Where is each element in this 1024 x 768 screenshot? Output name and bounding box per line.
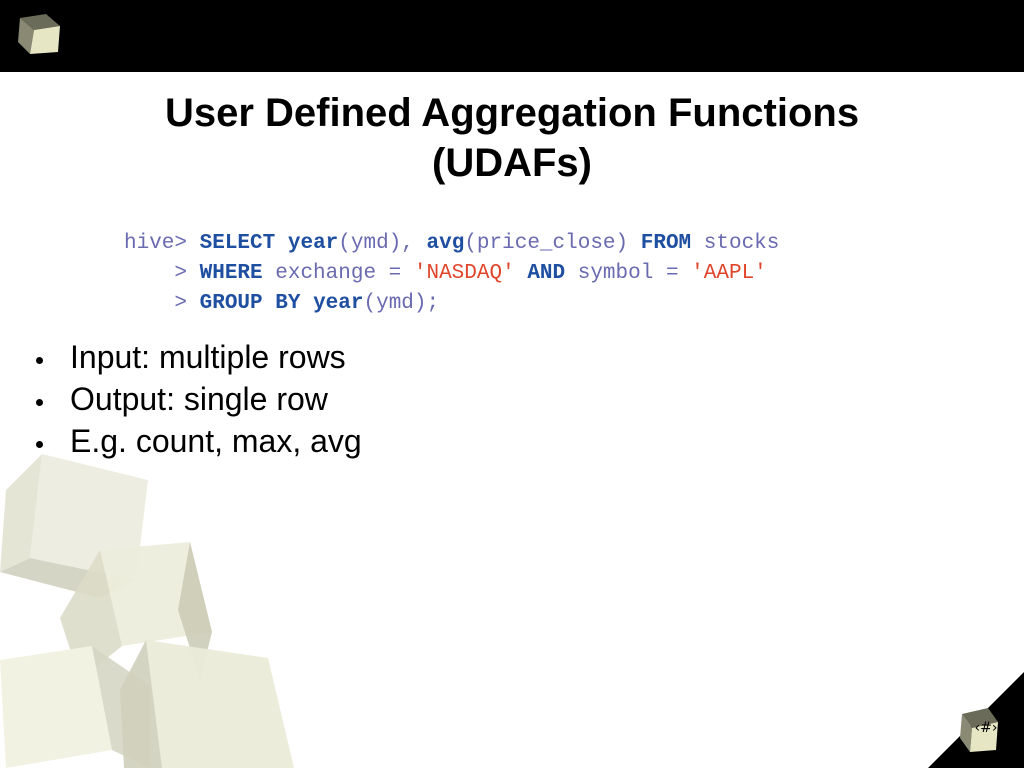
bullet-list: Input: multiple rows Output: single row … <box>36 336 362 462</box>
code-space <box>515 262 528 285</box>
code-space <box>275 232 288 255</box>
code-space <box>300 292 313 315</box>
bullet-item: E.g. count, max, avg <box>36 420 362 462</box>
code-keyword: GROUP BY <box>199 292 301 315</box>
code-args: (ymd), <box>338 232 427 255</box>
bullet-dot-icon <box>36 398 43 406</box>
code-column: symbol = <box>565 262 692 285</box>
code-line-1: hive> SELECT year(ymd), avg(price_close)… <box>124 229 779 259</box>
title-line-2: (UDAFs) <box>432 141 592 185</box>
bullet-dot-icon <box>36 440 43 448</box>
code-args: (price_close) <box>464 232 641 255</box>
code-args: (ymd); <box>363 292 440 315</box>
bullet-text: E.g. count, max, avg <box>70 423 362 459</box>
code-keyword: WHERE <box>199 262 263 285</box>
corner-triangle-icon <box>928 672 1024 768</box>
bullet-dot-icon <box>36 356 43 364</box>
code-table: stocks <box>691 232 780 255</box>
top-bar <box>0 0 1024 72</box>
title-line-1: User Defined Aggregation Functions <box>164 91 860 135</box>
code-keyword: SELECT <box>199 232 276 255</box>
code-string: 'NASDAQ' <box>413 262 515 285</box>
slide-number: ‹#› <box>974 720 998 736</box>
code-string: 'AAPL' <box>691 262 767 285</box>
code-prompt: hive> <box>124 232 200 255</box>
code-block: hive> SELECT year(ymd), avg(price_close)… <box>124 229 779 319</box>
cube-logo-icon <box>18 14 60 54</box>
code-keyword: FROM <box>640 232 692 255</box>
slide-title: User Defined Aggregation Functions (UDAF… <box>0 88 1024 188</box>
bullet-item: Input: multiple rows <box>36 336 362 378</box>
code-column: exchange = <box>262 262 414 285</box>
code-function: year <box>313 292 364 315</box>
code-line-3: > GROUP BY year(ymd); <box>124 289 779 319</box>
code-keyword: AND <box>527 262 566 285</box>
code-prompt: > <box>124 292 200 315</box>
bullet-text: Input: multiple rows <box>70 339 346 375</box>
code-function: year <box>287 232 339 255</box>
bullet-item: Output: single row <box>36 378 362 420</box>
bullet-text: Output: single row <box>70 381 328 417</box>
code-line-2: > WHERE exchange = 'NASDAQ' AND symbol =… <box>124 259 779 289</box>
code-function: avg <box>426 232 465 255</box>
decorative-cubes-icon <box>0 454 294 768</box>
code-prompt: > <box>124 262 200 285</box>
